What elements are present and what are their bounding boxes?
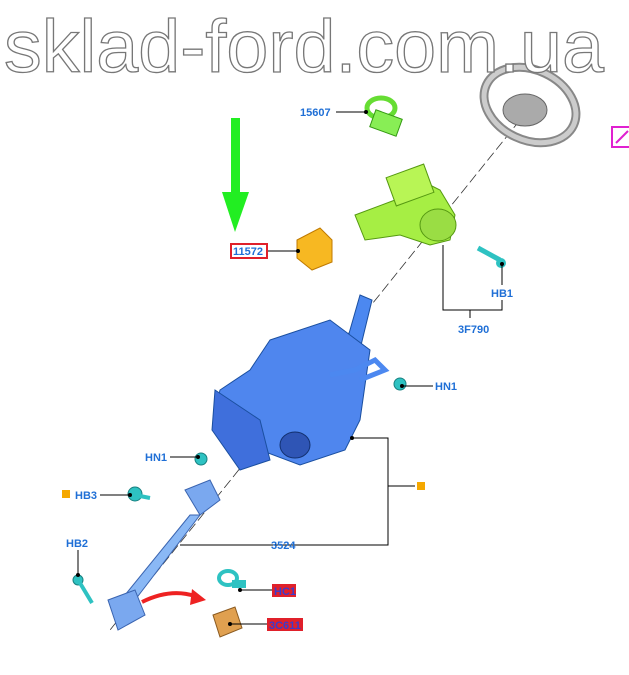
nut-hn1-upper[interactable] — [393, 377, 407, 391]
intermediate-shaft-3524[interactable] — [107, 479, 221, 631]
highlight-3c611 — [267, 618, 303, 631]
reference-box-slash — [615, 130, 629, 144]
watermark: sklad-ford.com.ua — [4, 5, 605, 88]
label-3f790[interactable]: 3F790 — [458, 324, 489, 336]
leader-dots — [76, 110, 504, 626]
part-15607[interactable] — [364, 95, 403, 137]
label-hn1-lower[interactable]: HN1 — [145, 452, 167, 464]
part-11572[interactable] — [296, 227, 333, 271]
reference-box[interactable] — [611, 126, 629, 148]
bolt-hb2[interactable] — [72, 574, 94, 605]
highlight-hc1 — [272, 584, 296, 597]
marker-3524 — [417, 482, 425, 490]
label-hb3[interactable]: HB3 — [75, 490, 97, 502]
marker-hb3 — [62, 490, 70, 498]
highlight-11572 — [230, 243, 268, 259]
nut-hn1-lower[interactable] — [194, 452, 208, 466]
label-3c611[interactable]: 3C611 — [269, 620, 301, 632]
red-arrow-icon — [141, 589, 206, 605]
steering-wheel — [479, 62, 581, 148]
label-3524[interactable]: 3524 — [271, 540, 296, 552]
label-hn1-upper[interactable]: HN1 — [435, 381, 457, 393]
bolt-hb3[interactable] — [127, 486, 151, 502]
part-lock-housing[interactable] — [354, 163, 457, 246]
clamp-hc1[interactable] — [217, 569, 246, 588]
leader-lines — [77, 111, 503, 625]
label-15607[interactable]: 15607 — [300, 107, 331, 119]
steering-column[interactable] — [211, 294, 390, 471]
label-hb1[interactable]: HB1 — [491, 288, 513, 300]
label-11572[interactable]: 11572 — [233, 246, 263, 258]
label-hb2[interactable]: HB2 — [66, 538, 88, 550]
label-hc1[interactable]: HC1 — [274, 586, 296, 598]
part-3c611[interactable] — [212, 606, 243, 638]
green-arrow-icon — [222, 118, 249, 232]
